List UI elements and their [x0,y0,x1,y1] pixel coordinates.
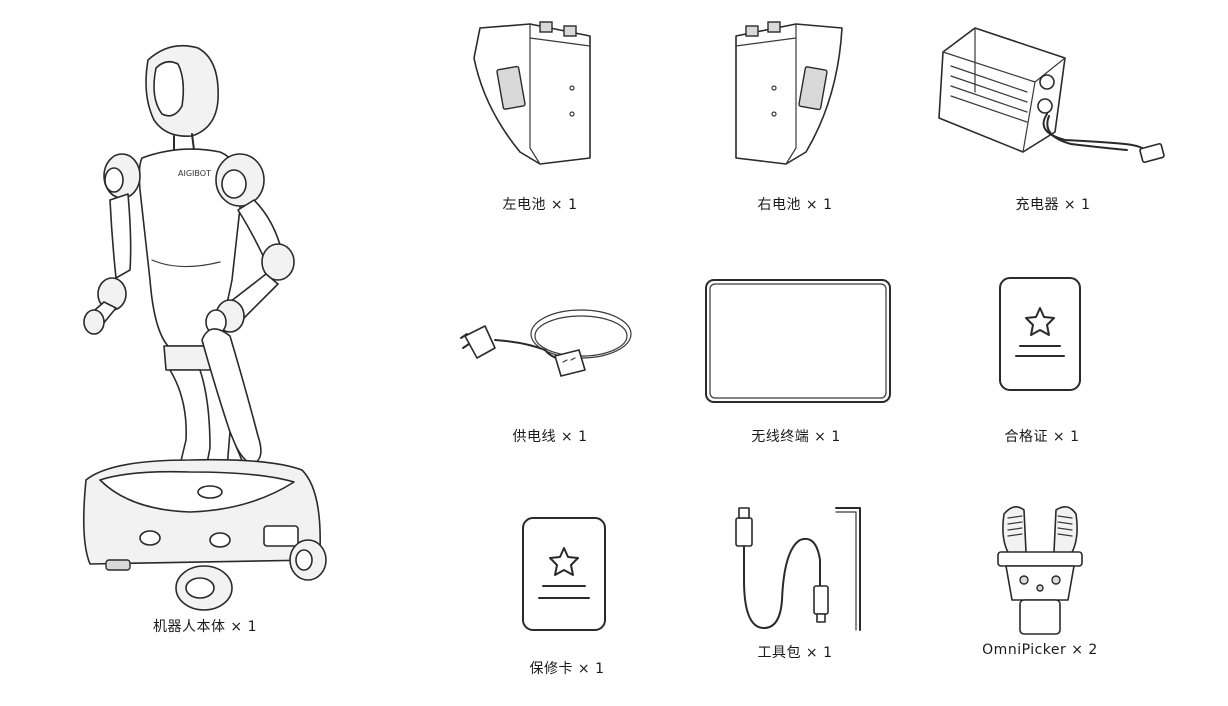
label-toolkit: 工具包 × 1 [757,645,833,661]
humanoid-robot-icon: AIGIBOT [82,44,327,611]
item-charger: 充电器 × 1 [935,22,1175,218]
label-power-cable: 供电线 × 1 [512,429,588,445]
usb-cable-hex-key-icon [735,507,861,631]
left-battery-icon [473,21,591,165]
label-omnipicker: OmniPicker × 2 [982,642,1098,658]
label-certificate: 合格证 × 1 [1004,429,1080,445]
right-battery-icon [735,21,843,165]
item-warranty-card: 保修卡 × 1 [515,516,615,677]
robot-brand-text: AIGIBOT [178,169,211,178]
gripper-icon [997,506,1083,635]
label-warranty-card: 保修卡 × 1 [529,661,605,677]
label-left-battery: 左电池 × 1 [502,197,578,213]
item-certificate: 合格证 × 1 [990,276,1090,452]
label-robot-body: 机器人本体 × 1 [152,619,258,635]
item-power-cable: 供电线 × 1 [455,300,645,450]
label-charger: 充电器 × 1 [1015,197,1091,213]
item-omnipicker: OmniPicker × 2 [980,500,1100,676]
label-right-battery: 右电池 × 1 [757,197,833,213]
item-left-battery: 左电池 × 1 [460,18,610,218]
item-right-battery: 右电池 × 1 [710,18,860,218]
charger-icon [938,27,1165,163]
tablet-icon [705,279,891,403]
label-wireless-terminal: 无线终端 × 1 [751,429,841,445]
item-robot-body: AIGIBOT 机器人本体 × [70,40,380,635]
item-wireless-terminal: 无线终端 × 1 [700,276,900,452]
certificate-card-icon [999,277,1081,391]
power-cable-icon [460,309,632,377]
warranty-card-icon [522,517,606,631]
item-toolkit: 工具包 × 1 [720,500,880,676]
